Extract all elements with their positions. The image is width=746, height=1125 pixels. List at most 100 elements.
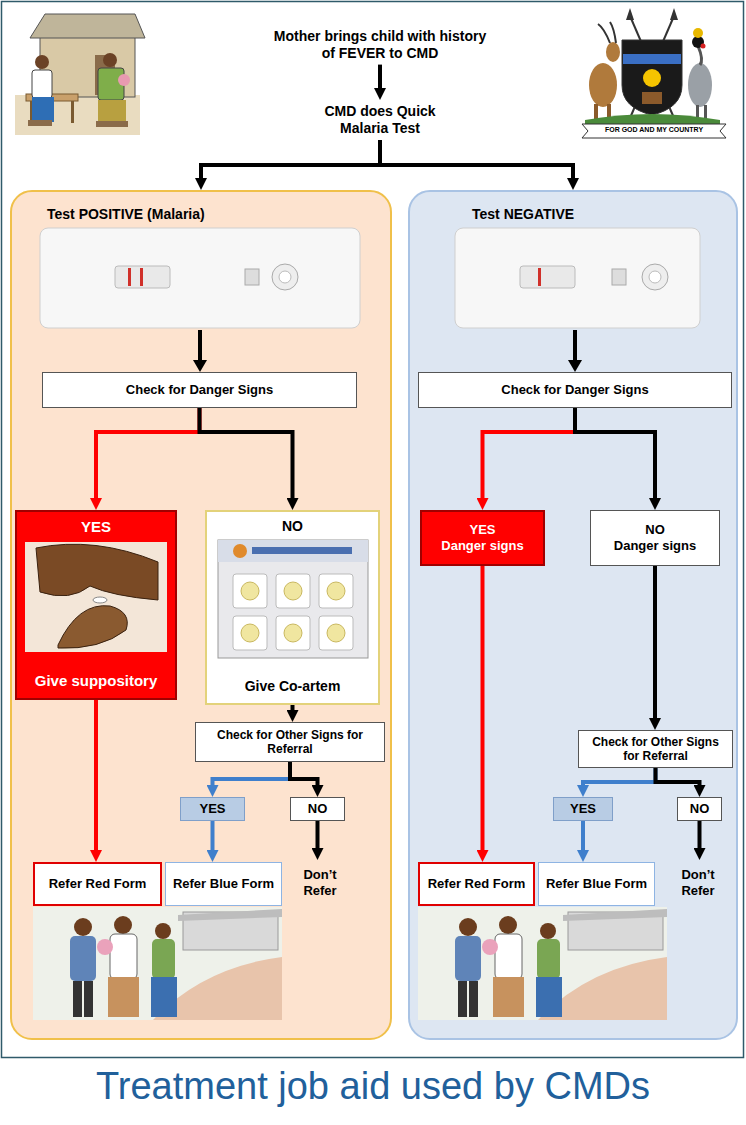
- motto-text: FOR GOD AND MY COUNTRY: [586, 126, 722, 134]
- flow-arrow: [378, 65, 382, 92]
- refer-blue-box: Refer Blue Form: [165, 862, 282, 906]
- test-cassette: [279, 271, 291, 283]
- house-scene: [15, 14, 145, 135]
- coartem-pack: [319, 574, 353, 608]
- refer-red-box: Refer Red Form: [33, 862, 162, 906]
- box-text: YES: [81, 518, 111, 536]
- flow-arrow: [583, 768, 656, 789]
- box-text: YES: [469, 522, 495, 538]
- box-text: NO: [308, 801, 328, 817]
- test-cassette: [115, 266, 170, 288]
- coartem-pack: [276, 616, 310, 650]
- house-scene: [40, 35, 135, 97]
- coartem-pack: [241, 624, 259, 642]
- coartem-pack: [252, 547, 352, 554]
- check-box: Check for Danger Signs: [42, 372, 357, 408]
- house-scene: [30, 101, 33, 123]
- box-text: NO: [690, 801, 710, 817]
- house-scene: [15, 95, 140, 135]
- suppository-hand: [93, 597, 107, 603]
- panel-heading: Test POSITIVE (Malaria): [47, 206, 205, 223]
- test-step: CMD does Quick Malaria Test: [300, 100, 460, 140]
- house-scene: [35, 55, 49, 69]
- coat-of-arms: [594, 104, 598, 120]
- walking-people: [33, 907, 282, 1020]
- box-text: Refer Red Form: [428, 876, 526, 892]
- coartem-pack: [276, 574, 310, 608]
- suppository-hand: [58, 606, 127, 649]
- flow-arrow: [316, 821, 320, 852]
- yes-box: YES: [553, 797, 613, 821]
- box-text: NO: [645, 522, 665, 538]
- test-cassette: [245, 269, 259, 285]
- box-text: Danger signs: [614, 538, 696, 554]
- house-scene: [95, 55, 115, 95]
- coat-of-arms: [670, 8, 678, 20]
- coartem-pack: [319, 616, 353, 650]
- house-scene: [32, 97, 54, 122]
- box-text: Danger signs: [441, 538, 523, 554]
- box-text: Give Co-artem: [245, 678, 341, 695]
- coat-of-arms: [622, 40, 682, 115]
- connector-group: [96, 65, 700, 854]
- box-text: Check for Danger Signs: [126, 382, 273, 398]
- box-text: YES: [570, 801, 596, 817]
- flow-arrow: [483, 408, 576, 502]
- test-cassette: [642, 264, 668, 290]
- coat-of-arms: [589, 63, 617, 107]
- test-cassette: [40, 228, 360, 328]
- coat-of-arms: [642, 92, 662, 104]
- house-scene: [32, 70, 52, 98]
- check-box: Check for Other Signs for Referral: [578, 730, 733, 768]
- box-text: Refer Blue Form: [173, 876, 274, 892]
- flow-arrow: [653, 566, 657, 722]
- flow-arrow: [698, 821, 702, 852]
- coat-of-arms: [585, 114, 720, 124]
- box-text: Refer Red Form: [49, 876, 147, 892]
- no-refer-text: Don’t Refer: [288, 860, 352, 906]
- coat-of-arms: [630, 16, 674, 118]
- coat-of-arms: [582, 124, 726, 138]
- flow-arrow: [94, 700, 98, 854]
- coat-of-arms: [630, 16, 674, 118]
- flow-arrow: [656, 768, 700, 789]
- test-cassette: [140, 268, 143, 286]
- coat-of-arms: [643, 69, 661, 87]
- coartem-pack: [327, 624, 345, 642]
- page-frame: [2, 2, 744, 1058]
- no-refer-text: Don’t Refer: [663, 860, 733, 906]
- box-text: Don’t Refer: [667, 867, 729, 898]
- positive-panel: Test POSITIVE (Malaria) Check for Danger …: [10, 190, 392, 1040]
- house-scene: [103, 53, 117, 67]
- no-box: NO: [290, 797, 345, 821]
- strip-arrow: [193, 330, 582, 372]
- box-text: Refer Blue Form: [546, 876, 647, 892]
- walking-people: [33, 907, 667, 1020]
- test-cassette: [455, 228, 700, 328]
- house-scene: [118, 74, 130, 86]
- coat-of-arms: [688, 63, 712, 107]
- house-scene: [30, 14, 145, 38]
- flow-arrow: [481, 566, 485, 854]
- refer-blue-box: Refer Blue Form: [538, 862, 655, 906]
- house-scene: [26, 94, 78, 101]
- strip-arrow: [568, 360, 582, 372]
- test-cassette: [40, 228, 700, 328]
- negative-panel: Test NEGATIVECheck for Danger SignsYESDa…: [408, 190, 738, 1040]
- test-cassette: [612, 269, 626, 285]
- coat-of-arms: [704, 105, 707, 120]
- refer-red-box: Refer Red Form: [418, 862, 535, 906]
- coartem-pack: [218, 540, 368, 658]
- start-step: Mother brings child with history of FEVE…: [265, 25, 495, 65]
- box-text: Check for Other Signs for Referral: [583, 735, 728, 764]
- coat-of-arms: [623, 54, 681, 64]
- coartem-pack: [233, 544, 247, 558]
- flow-arrow: [213, 762, 291, 789]
- flow-arrow: [201, 140, 380, 182]
- house-scene: [96, 121, 128, 127]
